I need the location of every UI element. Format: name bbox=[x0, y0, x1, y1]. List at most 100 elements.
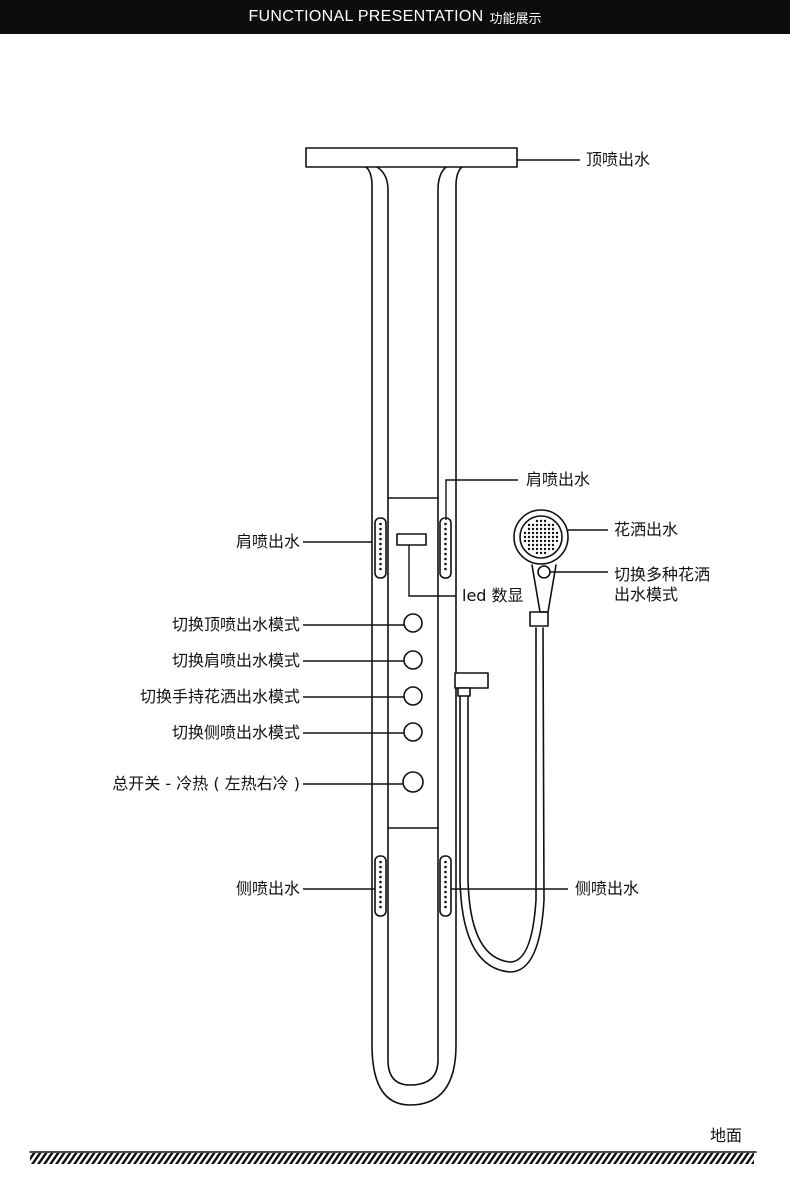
shower-head-nozzle bbox=[543, 519, 547, 523]
shower-head-nozzle bbox=[523, 539, 527, 543]
shower-head-nozzle bbox=[539, 535, 543, 539]
label-shoulder-spray-left: 肩喷出水 bbox=[235, 532, 300, 551]
nozzle-dot bbox=[379, 870, 382, 874]
nozzle-dot bbox=[379, 905, 382, 909]
nozzle-dot bbox=[379, 552, 382, 556]
nozzle-dot bbox=[379, 567, 382, 571]
nozzle-dot bbox=[444, 557, 447, 561]
shower-head-nozzle bbox=[543, 535, 547, 539]
shower-head-nozzle bbox=[543, 543, 547, 547]
label-switch-top-mode: 切换顶喷出水模式 bbox=[171, 615, 300, 634]
shower-head-nozzle bbox=[527, 547, 531, 551]
shower-head-nozzle bbox=[523, 535, 527, 539]
shower-head-nozzle bbox=[539, 543, 543, 547]
nozzle-dot bbox=[379, 537, 382, 541]
shower-head-nozzle bbox=[539, 523, 543, 527]
nozzle-dot bbox=[444, 547, 447, 551]
shower-head-nozzle bbox=[527, 531, 531, 535]
led-display bbox=[396, 533, 427, 546]
ground-hatch bbox=[30, 1153, 754, 1164]
label-hand-shower: 花洒出水 bbox=[614, 520, 679, 539]
shower-head-nozzle bbox=[547, 535, 551, 539]
label-side-spray-right: 侧喷出水 bbox=[575, 879, 640, 898]
nozzle-dot bbox=[379, 542, 382, 546]
nozzle-dot bbox=[444, 875, 447, 879]
nozzle-dot bbox=[444, 870, 447, 874]
header-title: FUNCTIONAL PRESENTATION bbox=[248, 8, 484, 25]
shower-head-nozzle bbox=[543, 531, 547, 535]
shower-head-nozzle bbox=[531, 547, 535, 551]
nozzle-dot bbox=[444, 865, 447, 869]
label-led-display: led 数显 bbox=[462, 586, 524, 605]
top-spray-plate bbox=[305, 147, 518, 168]
label-switch-handheld-mode: 切换手持花洒出水模式 bbox=[139, 687, 300, 706]
shower-head-nozzle bbox=[539, 551, 543, 555]
nozzle-dot bbox=[379, 890, 382, 894]
panel-inner-left bbox=[376, 166, 447, 1086]
shower-head-nozzle bbox=[539, 539, 543, 543]
shower-head-nozzle bbox=[543, 523, 547, 527]
nozzle-dot bbox=[444, 900, 447, 904]
nozzle-dot bbox=[379, 860, 382, 864]
hose-outlet bbox=[454, 672, 489, 689]
label-switch-shoulder-mode: 切换肩喷出水模式 bbox=[171, 651, 300, 670]
label-switch-shower-modes: 切换多种花洒 出水模式 bbox=[614, 565, 711, 604]
knob-side-mode bbox=[403, 722, 423, 742]
knob-main-switch bbox=[402, 771, 424, 793]
shower-head-nozzle bbox=[535, 519, 539, 523]
nozzle-dot bbox=[379, 557, 382, 561]
shower-head-nozzle bbox=[523, 531, 527, 535]
shower-handle bbox=[531, 564, 557, 613]
shower-holder bbox=[529, 611, 549, 627]
shower-head-nozzle bbox=[555, 531, 559, 535]
shower-head-nozzle bbox=[535, 551, 539, 555]
shower-head-nozzle bbox=[551, 547, 555, 551]
nozzle-dot bbox=[444, 542, 447, 546]
shower-head-nozzle bbox=[539, 527, 543, 531]
shower-head-nozzle bbox=[535, 543, 539, 547]
nozzle-dot bbox=[379, 900, 382, 904]
label-ground: 地面 bbox=[710, 1126, 743, 1145]
shower-head-nozzle bbox=[527, 535, 531, 539]
shower-head-nozzle bbox=[535, 527, 539, 531]
shower-head-nozzle bbox=[555, 539, 559, 543]
label-top-spray: 顶喷出水 bbox=[586, 150, 651, 169]
shower-head-nozzle bbox=[547, 543, 551, 547]
shower-head-nozzle bbox=[531, 527, 535, 531]
nozzle-dot bbox=[379, 875, 382, 879]
nozzle-dot bbox=[444, 860, 447, 864]
shower-head-nozzle bbox=[531, 539, 535, 543]
nozzle-dot bbox=[444, 567, 447, 571]
nozzle-dot bbox=[379, 880, 382, 884]
shower-head-nozzle bbox=[527, 527, 531, 531]
nozzle-dot bbox=[379, 885, 382, 889]
shower-head-nozzle bbox=[531, 531, 535, 535]
shower-head-nozzle bbox=[551, 527, 555, 531]
shower-head-nozzle bbox=[539, 531, 543, 535]
label-shoulder-spray-right: 肩喷出水 bbox=[526, 470, 591, 489]
nozzle-dot bbox=[444, 880, 447, 884]
shower-head-nozzle bbox=[531, 543, 535, 547]
shower-head-nozzle bbox=[527, 523, 531, 527]
shower-head-nozzle bbox=[551, 535, 555, 539]
knob-handheld-mode bbox=[403, 686, 423, 706]
label-switch-side-mode: 切换侧喷出水模式 bbox=[171, 723, 300, 742]
shower-head-nozzle bbox=[551, 523, 555, 527]
shower-head-nozzle bbox=[531, 535, 535, 539]
nozzle-dot bbox=[379, 562, 382, 566]
nozzle-dot bbox=[379, 532, 382, 536]
label-main-switch: 总开关 - 冷热 ( 左热右冷 ) bbox=[112, 774, 300, 793]
nozzle-dot bbox=[444, 532, 447, 536]
shower-head-nozzle bbox=[543, 527, 547, 531]
nozzle-dot bbox=[444, 552, 447, 556]
label-side-spray-left: 侧喷出水 bbox=[235, 879, 300, 898]
shower-head-nozzle bbox=[527, 539, 531, 543]
shower-head-nozzle bbox=[535, 523, 539, 527]
shower-head-nozzle bbox=[547, 539, 551, 543]
nozzle-dot bbox=[444, 537, 447, 541]
shower-head-nozzle bbox=[535, 539, 539, 543]
shower-head-nozzle bbox=[547, 523, 551, 527]
shower-head-nozzle bbox=[547, 531, 551, 535]
shower-hose bbox=[459, 627, 545, 973]
nozzle-dot bbox=[444, 895, 447, 899]
